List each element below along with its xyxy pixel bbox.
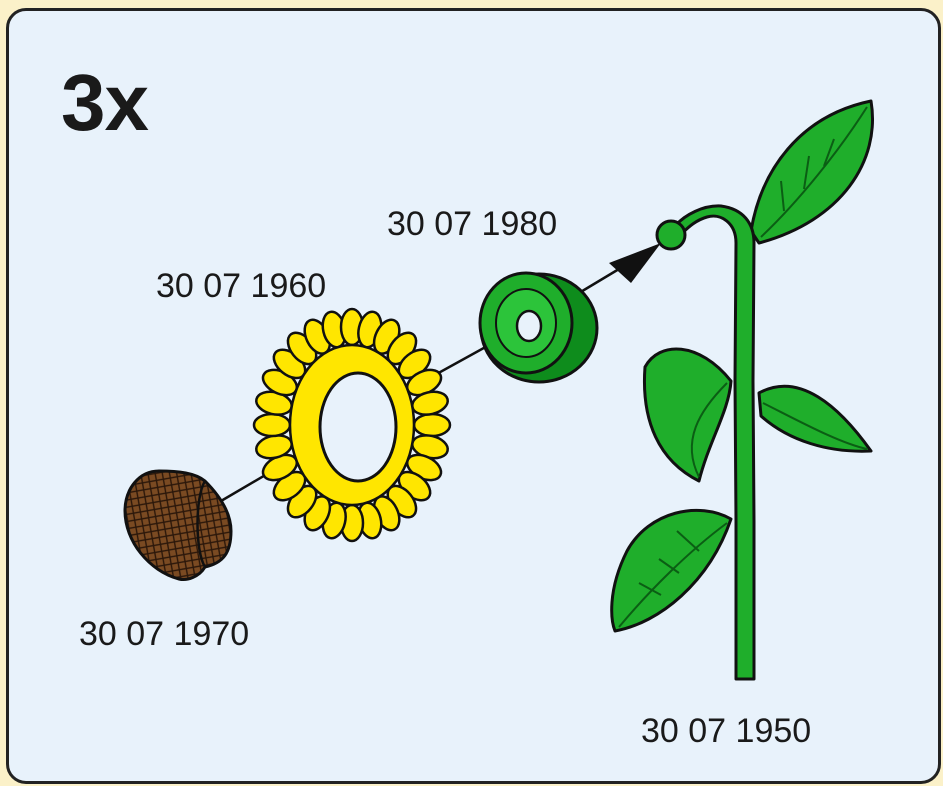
petal bbox=[414, 414, 450, 436]
petal bbox=[254, 414, 290, 436]
part-number-petal-ring: 30 07 1960 bbox=[156, 269, 326, 303]
brown-seed-center-icon bbox=[125, 471, 231, 580]
yellow-petal-ring-icon bbox=[254, 309, 450, 541]
part-number-stem: 30 07 1950 bbox=[641, 714, 811, 748]
assembly-illustration bbox=[9, 11, 941, 784]
quantity-label: 3x bbox=[61, 63, 148, 143]
green-leaf-base-icon bbox=[480, 273, 597, 382]
part-number-leaf-base: 30 07 1980 bbox=[387, 207, 557, 241]
arrow-head-icon bbox=[609, 243, 661, 283]
instruction-panel: 3x 30 07 1980 30 07 1960 30 07 1970 30 0… bbox=[6, 8, 941, 784]
part-number-seed-center: 30 07 1970 bbox=[79, 617, 249, 651]
